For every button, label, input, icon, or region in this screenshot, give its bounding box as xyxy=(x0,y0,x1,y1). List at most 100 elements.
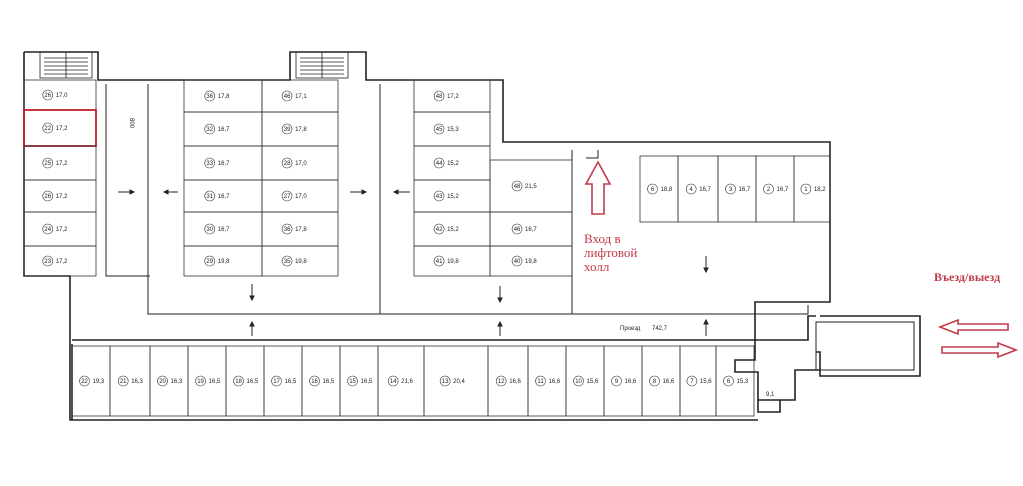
spot-number: 26 xyxy=(44,194,51,200)
arrow-left-icon xyxy=(162,189,169,195)
spot-number-circle xyxy=(281,255,293,267)
spot-area: 18,8 xyxy=(661,187,673,193)
spot-area: 16,6 xyxy=(625,379,637,385)
spot-area: 17,1 xyxy=(295,94,307,100)
spot-number: 23 xyxy=(44,259,51,265)
spot-number: 22 xyxy=(81,379,88,385)
spot-number: 13 xyxy=(442,379,449,385)
spot-number-circle xyxy=(611,375,622,387)
spot-outline xyxy=(489,245,573,277)
spot-area: 16,5 xyxy=(323,379,335,385)
spot-area: 19,8 xyxy=(295,259,307,265)
spot-outline xyxy=(301,345,341,417)
spot-number-circle xyxy=(281,157,293,169)
spot-number-circle xyxy=(233,375,244,387)
spot-number: 30 xyxy=(206,227,213,233)
spot-number-circle xyxy=(204,190,216,202)
spot-number-circle xyxy=(204,223,216,235)
spot-number-circle xyxy=(42,255,54,267)
arrow-right-icon xyxy=(129,189,136,195)
spot-number-circle xyxy=(433,90,445,102)
spot-area: 17,8 xyxy=(295,127,307,133)
parking-spot[interactable]: 13 20,4 xyxy=(423,345,489,417)
spot-number-circle xyxy=(157,375,168,387)
spot-area: 19,8 xyxy=(447,259,459,265)
spot-area: 15,6 xyxy=(700,379,712,385)
spot-area: 19,3 xyxy=(93,379,105,385)
spot-area: 15,2 xyxy=(447,194,459,200)
spot-outline xyxy=(261,245,339,277)
spot-number: 36 xyxy=(206,94,213,100)
spot-number: 26 xyxy=(44,93,51,99)
spot-number: 10 xyxy=(575,379,582,385)
spot-number: 22 xyxy=(44,126,51,132)
spot-number-circle xyxy=(725,183,736,195)
spot-number: 27 xyxy=(284,194,291,200)
spot-outline xyxy=(639,155,679,223)
spot-number: 40 xyxy=(514,259,521,265)
spot-number: 33 xyxy=(206,161,213,167)
spot-area: 17,2 xyxy=(447,94,459,100)
spot-area: 21,6 xyxy=(401,379,413,385)
spot-outline xyxy=(527,345,567,417)
spot-outline xyxy=(603,345,643,417)
spot-outline xyxy=(755,155,795,223)
spot-area: 20,4 xyxy=(453,379,465,385)
spot-outline xyxy=(149,345,189,417)
parking-spot[interactable]: 22 19,3 xyxy=(71,345,111,417)
spot-number: 25 xyxy=(44,161,51,167)
spot-number-circle xyxy=(800,183,812,195)
spot-number-circle xyxy=(535,375,546,387)
spot-number-circle xyxy=(42,122,54,134)
